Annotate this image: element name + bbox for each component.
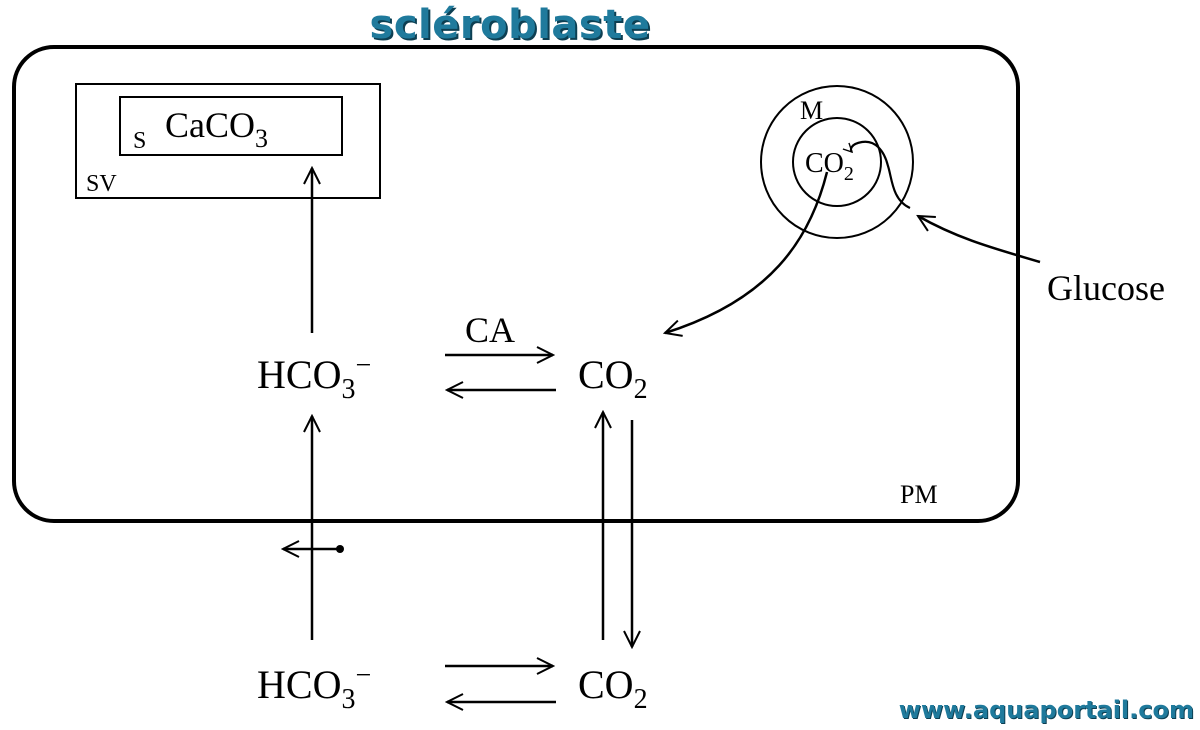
label-s: S: [133, 128, 146, 154]
mitochondrion-outer: [760, 85, 914, 239]
label-co2-in: CO2: [578, 352, 648, 405]
label-hco3-in-sup: −: [355, 350, 371, 381]
label-pm: PM: [900, 480, 938, 509]
label-ca: CA: [465, 310, 515, 350]
cell-membrane: [12, 45, 1020, 523]
label-co2-in-sub: 2: [634, 374, 648, 405]
mitochondrion-inner: [792, 117, 882, 207]
label-glucose: Glucose: [1047, 268, 1165, 308]
label-co2-out: CO2: [578, 662, 648, 715]
diagram-title: scléroblaste: [369, 2, 651, 48]
label-sv: SV: [86, 171, 117, 197]
label-hco3-in-sub: 3: [341, 374, 355, 405]
label-co2-mito-main: CO: [805, 148, 844, 179]
label-hco3-out-sub: 3: [341, 684, 355, 715]
watermark: www.aquaportail.com: [898, 696, 1194, 724]
label-co2-in-main: CO: [578, 352, 634, 397]
vacuole-box: [75, 83, 381, 199]
glucose-arrow: [918, 216, 1041, 264]
label-caco3-main: CaCO: [165, 105, 255, 145]
label-caco3: CaCO3: [165, 105, 268, 153]
mito-co2-arrow: [665, 171, 829, 333]
label-hco3-out-main: HCO: [257, 662, 341, 707]
spicule-box: [119, 96, 343, 156]
glucose-internal-path: [842, 140, 911, 210]
label-hco3-out: HCO3−: [257, 660, 371, 715]
label-m: M: [800, 96, 823, 125]
label-hco3-out-sup: −: [355, 660, 371, 691]
label-caco3-sub: 3: [255, 124, 268, 153]
label-co2-out-main: CO: [578, 662, 634, 707]
label-co2-mito-sub: 2: [844, 163, 854, 185]
label-hco3-in-main: HCO: [257, 352, 341, 397]
label-co2-mito: CO2: [805, 148, 854, 185]
label-hco3-in: HCO3−: [257, 350, 371, 405]
label-co2-out-sub: 2: [634, 684, 648, 715]
